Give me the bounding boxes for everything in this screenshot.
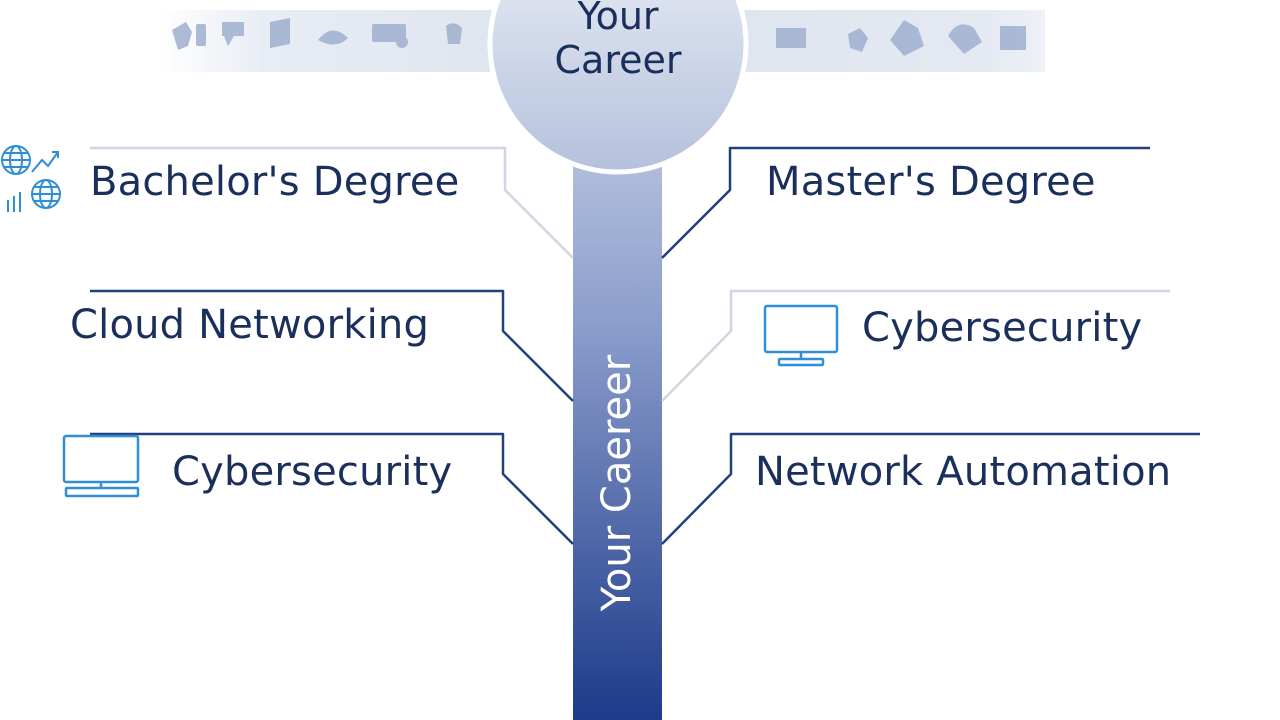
branch-line-network-automation <box>661 432 1200 545</box>
branch-line-cybersecurity-right <box>661 289 1170 402</box>
branch-label-cloud-networking: Cloud Networking <box>70 302 430 348</box>
header-circle <box>487 0 749 175</box>
trunk-label: Your Caereer <box>594 354 640 612</box>
top-banner-right <box>735 10 1045 72</box>
branch-label-cybersecurity-right: Cybersecurity <box>862 305 1143 351</box>
branch-line-bachelors <box>90 146 574 259</box>
header-title-line1: Your <box>577 0 659 38</box>
header-title: Your Career <box>500 0 736 82</box>
branch-line-cybersecurity-left <box>90 432 574 545</box>
header-title-line2: Career <box>554 38 682 82</box>
monitor-icon <box>62 434 140 498</box>
network-globe-icon <box>1 145 61 212</box>
monitor-icon <box>763 304 839 367</box>
branch-line-masters <box>661 146 1150 259</box>
branch-label-bachelors-degree: Bachelor's Degree <box>90 159 460 205</box>
branch-label-cybersecurity-left: Cybersecurity <box>172 449 453 495</box>
branch-line-cloud-networking <box>90 289 574 402</box>
branch-label-network-automation: Network Automation <box>755 449 1172 495</box>
branch-label-masters-degree: Master's Degree <box>766 159 1096 205</box>
career-trunk <box>573 120 662 720</box>
top-banner-left <box>160 10 510 72</box>
